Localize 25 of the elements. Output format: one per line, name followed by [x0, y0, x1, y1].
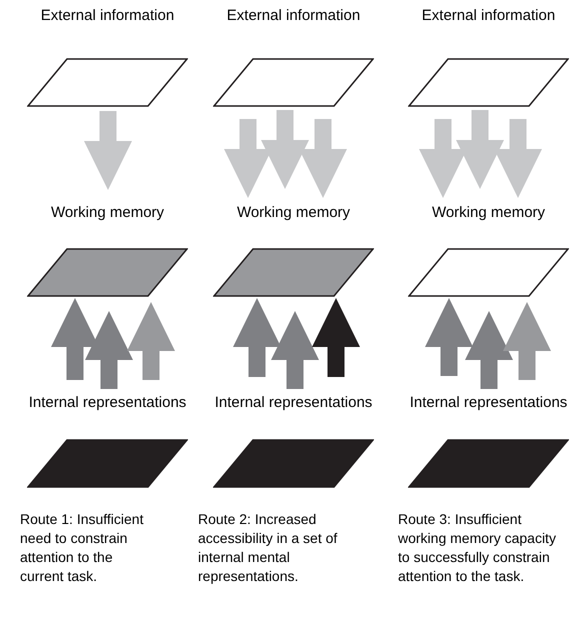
- node-heading: Working memory: [236, 203, 352, 223]
- node-heading: Working memory: [430, 203, 546, 223]
- block-arrow: [84, 111, 132, 190]
- block-arrow: [503, 302, 551, 380]
- block-arrow: [271, 311, 319, 389]
- node-heading: External information: [226, 6, 362, 26]
- node-heading: Internal representations: [214, 393, 374, 413]
- block-arrow: [456, 110, 504, 189]
- block-arrow: [233, 298, 281, 377]
- block-arrow: [127, 302, 175, 380]
- block-arrow: [85, 311, 133, 389]
- node-heading: Working memory: [50, 203, 166, 223]
- block-arrow: [312, 298, 360, 377]
- block-arrow: [299, 119, 347, 198]
- node-heading: External information: [420, 6, 556, 26]
- block-arrow: [261, 110, 309, 189]
- route-caption: Route 2: Increased accessibility in a set of internal mental representations.: [198, 510, 338, 586]
- node-heading: Internal representations: [28, 393, 188, 413]
- node-heading: External information: [40, 6, 176, 26]
- node-heading: Internal representations: [408, 393, 568, 413]
- block-arrow: [494, 119, 542, 198]
- block-arrow: [465, 311, 513, 389]
- block-arrow: [425, 298, 473, 376]
- route-caption: Route 1: Insufficient need to constrain attention to the current task.: [20, 510, 144, 586]
- route-caption: Route 3: Insufficient working memory capacity to successfully constrain attention to the task.: [398, 510, 557, 586]
